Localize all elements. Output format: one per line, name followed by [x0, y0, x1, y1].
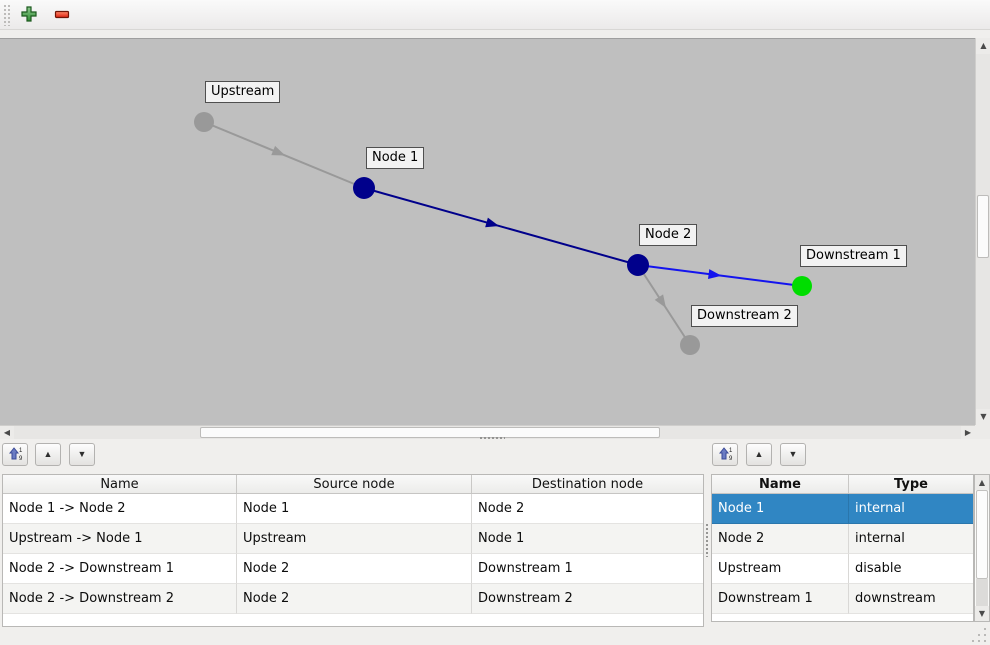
edges-move-down-button[interactable]: ▼ — [69, 443, 95, 466]
node-label[interactable]: Node 2 — [639, 224, 698, 246]
edge-arrow-icon — [654, 294, 666, 309]
node-label[interactable]: Downstream 1 — [800, 245, 907, 267]
add-node-button[interactable] — [14, 2, 44, 28]
graph-svg — [194, 112, 812, 355]
nodes-sort-button[interactable]: 1 9 — [712, 443, 738, 466]
nodes-move-down-button[interactable]: ▼ — [780, 443, 806, 466]
edges-sort-button[interactable]: 1 9 — [2, 443, 28, 466]
vertical-scrollbar-thumb[interactable] — [977, 195, 989, 258]
table-cell: Node 1 — [712, 494, 849, 524]
table-cell: Node 1 — [472, 524, 703, 554]
sort-ascending-icon: 1 9 — [717, 446, 733, 464]
table-cell: Node 2 -> Downstream 1 — [3, 554, 237, 584]
table-cell: internal — [849, 524, 973, 554]
scroll-down-button[interactable]: ▼ — [975, 606, 989, 621]
minus-icon — [53, 5, 71, 26]
nodes-table-header[interactable]: Name Type — [712, 475, 973, 494]
column-header[interactable]: Type — [894, 476, 928, 492]
scroll-up-button[interactable]: ▲ — [975, 475, 989, 490]
node-label[interactable]: Node 1 — [366, 147, 425, 169]
svg-text:1: 1 — [729, 448, 733, 454]
edge-arrow-icon — [271, 145, 286, 156]
triangle-up-icon: ▲ — [754, 449, 764, 459]
window-resize-grip[interactable] — [970, 626, 988, 644]
graph-edge[interactable] — [363, 187, 639, 266]
table-cell: Node 2 — [472, 494, 703, 524]
table-cell: Node 2 -> Downstream 2 — [3, 584, 237, 614]
graph-node[interactable] — [680, 335, 700, 355]
table-cell: disable — [849, 554, 973, 584]
horizontal-scrollbar-thumb[interactable] — [200, 427, 660, 438]
scroll-up-button[interactable]: ▲ — [976, 38, 990, 54]
table-cell: downstream — [849, 584, 973, 614]
scrollbar-corner — [975, 425, 990, 439]
table-cell: Upstream -> Node 1 — [3, 524, 237, 554]
node-label[interactable]: Downstream 2 — [691, 305, 798, 327]
table-cell: Downstream 1 — [712, 584, 849, 614]
main-toolbar — [0, 0, 990, 30]
scroll-right-button[interactable]: ▶ — [961, 426, 975, 439]
sort-ascending-icon: 1 9 — [7, 446, 23, 464]
plus-icon — [20, 5, 38, 26]
column-header[interactable]: Name — [3, 475, 237, 493]
scrollbar-track[interactable] — [976, 579, 988, 608]
svg-text:9: 9 — [19, 456, 23, 461]
table-cell: Node 2 — [237, 554, 472, 584]
table-cell: internal — [849, 494, 973, 524]
triangle-up-icon: ▲ — [43, 449, 53, 459]
svg-text:9: 9 — [729, 456, 733, 461]
graph-node[interactable] — [353, 177, 375, 199]
nodes-scrollbar-thumb[interactable] — [976, 490, 988, 579]
table-cell: Downstream 2 — [472, 584, 703, 614]
column-header[interactable]: Source node — [237, 475, 472, 493]
edges-move-up-button[interactable]: ▲ — [35, 443, 61, 466]
graph-node[interactable] — [194, 112, 214, 132]
table-cell: Upstream — [237, 524, 472, 554]
scroll-down-button[interactable]: ▼ — [976, 409, 990, 425]
remove-node-button[interactable] — [47, 2, 77, 28]
column-header[interactable]: Name — [712, 475, 849, 493]
toolbar-drag-handle[interactable] — [3, 4, 11, 26]
table-cell: Node 2 — [712, 524, 849, 554]
edge-arrow-icon — [707, 269, 722, 280]
table-cell: Node 2 — [237, 584, 472, 614]
table-cell: Downstream 1 — [472, 554, 703, 584]
edge-arrow-icon — [485, 217, 500, 228]
graph-node[interactable] — [792, 276, 812, 296]
table-cell: Node 1 -> Node 2 — [3, 494, 237, 524]
nodes-table-scrollbar[interactable]: ▲ ▼ — [974, 474, 990, 622]
scroll-left-button[interactable]: ◀ — [0, 426, 14, 439]
horizontal-splitter-handle[interactable] — [479, 436, 505, 441]
canvas-vertical-scrollbar[interactable]: ▲ ▼ — [975, 38, 990, 425]
node-label[interactable]: Upstream — [205, 81, 281, 103]
graph-node[interactable] — [627, 254, 649, 276]
canvas-horizontal-scrollbar[interactable]: ◀ ▶ — [0, 425, 975, 439]
nodes-move-up-button[interactable]: ▲ — [746, 443, 772, 466]
table-cell: Upstream — [712, 554, 849, 584]
column-header[interactable]: Destination node — [531, 476, 644, 492]
table-cell: Node 1 — [237, 494, 472, 524]
triangle-down-icon: ▼ — [788, 449, 798, 459]
vertical-splitter-handle[interactable] — [705, 523, 710, 557]
triangle-down-icon: ▼ — [77, 449, 87, 459]
svg-text:1: 1 — [19, 448, 23, 454]
